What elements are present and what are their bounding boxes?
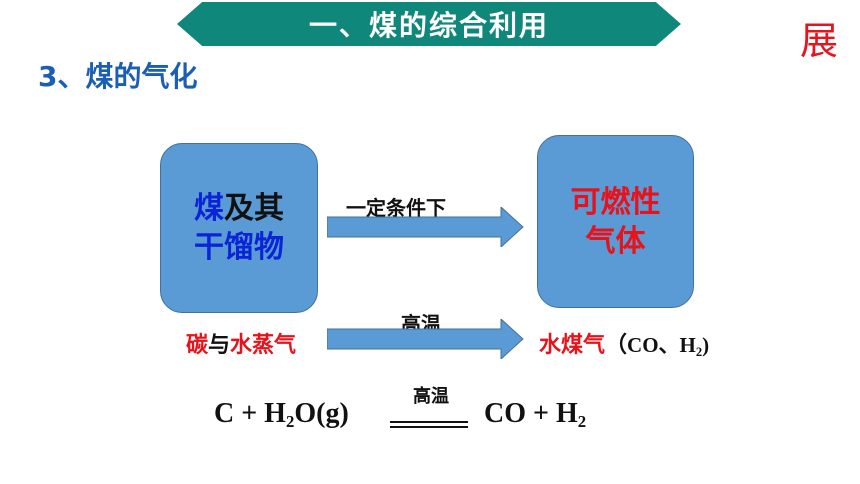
coal-word: 煤 — [194, 191, 224, 226]
gas-box-line1: 可燃性 — [570, 184, 661, 220]
page-title: 一、煤的综合利用 — [308, 9, 549, 42]
and-its-word: 及其 — [224, 191, 284, 226]
coal-box: 煤及其 干馏物 — [160, 143, 318, 313]
arrow-right-icon-2 — [327, 319, 524, 359]
title-banner: 一、煤的综合利用 — [177, 2, 681, 46]
eq-right-a: CO + H — [484, 398, 578, 429]
corner-character: 展 — [799, 19, 838, 63]
reactants-text: 碳与水蒸气 — [186, 327, 296, 359]
water-gas-formula: CO、H2) — [627, 333, 710, 359]
carbon-word: 碳 — [186, 333, 209, 358]
water-gas-word: 水煤气 — [539, 333, 606, 358]
paren-open: （ — [605, 333, 628, 358]
arrow-right-icon — [327, 207, 524, 247]
coal-box-line2: 干馏物 — [194, 230, 284, 265]
paren-close: ) — [702, 333, 710, 357]
equation-left: C + H2O(g) — [214, 398, 349, 432]
equation-right: CO + H2 — [484, 398, 586, 432]
gas-box-line2: 气体 — [585, 223, 646, 259]
formula-sub: 2 — [695, 344, 703, 359]
arrow1-label: 一定条件下 — [346, 196, 446, 220]
coal-box-line1: 煤及其 — [194, 189, 284, 228]
eq-left-sub: 2 — [285, 412, 295, 432]
eq-right-sub: 2 — [577, 412, 587, 432]
steam-word: 水蒸气 — [230, 333, 297, 358]
products-text: 水煤气（CO、H2) — [539, 327, 709, 360]
eq-left-b: O(g) — [294, 398, 349, 429]
combustible-gas-box: 可燃性 气体 — [537, 135, 694, 308]
section-heading: 3、煤的气化 — [38, 60, 198, 93]
formula-co-h: CO、H — [627, 333, 696, 357]
with-word: 与 — [208, 333, 231, 358]
equals-sign-icon — [390, 421, 468, 428]
equation-condition: 高温 — [413, 386, 449, 407]
eq-left-a: C + H — [214, 398, 286, 429]
chemical-equation: C + H2O(g) 高温 CO + H2 — [214, 386, 634, 438]
